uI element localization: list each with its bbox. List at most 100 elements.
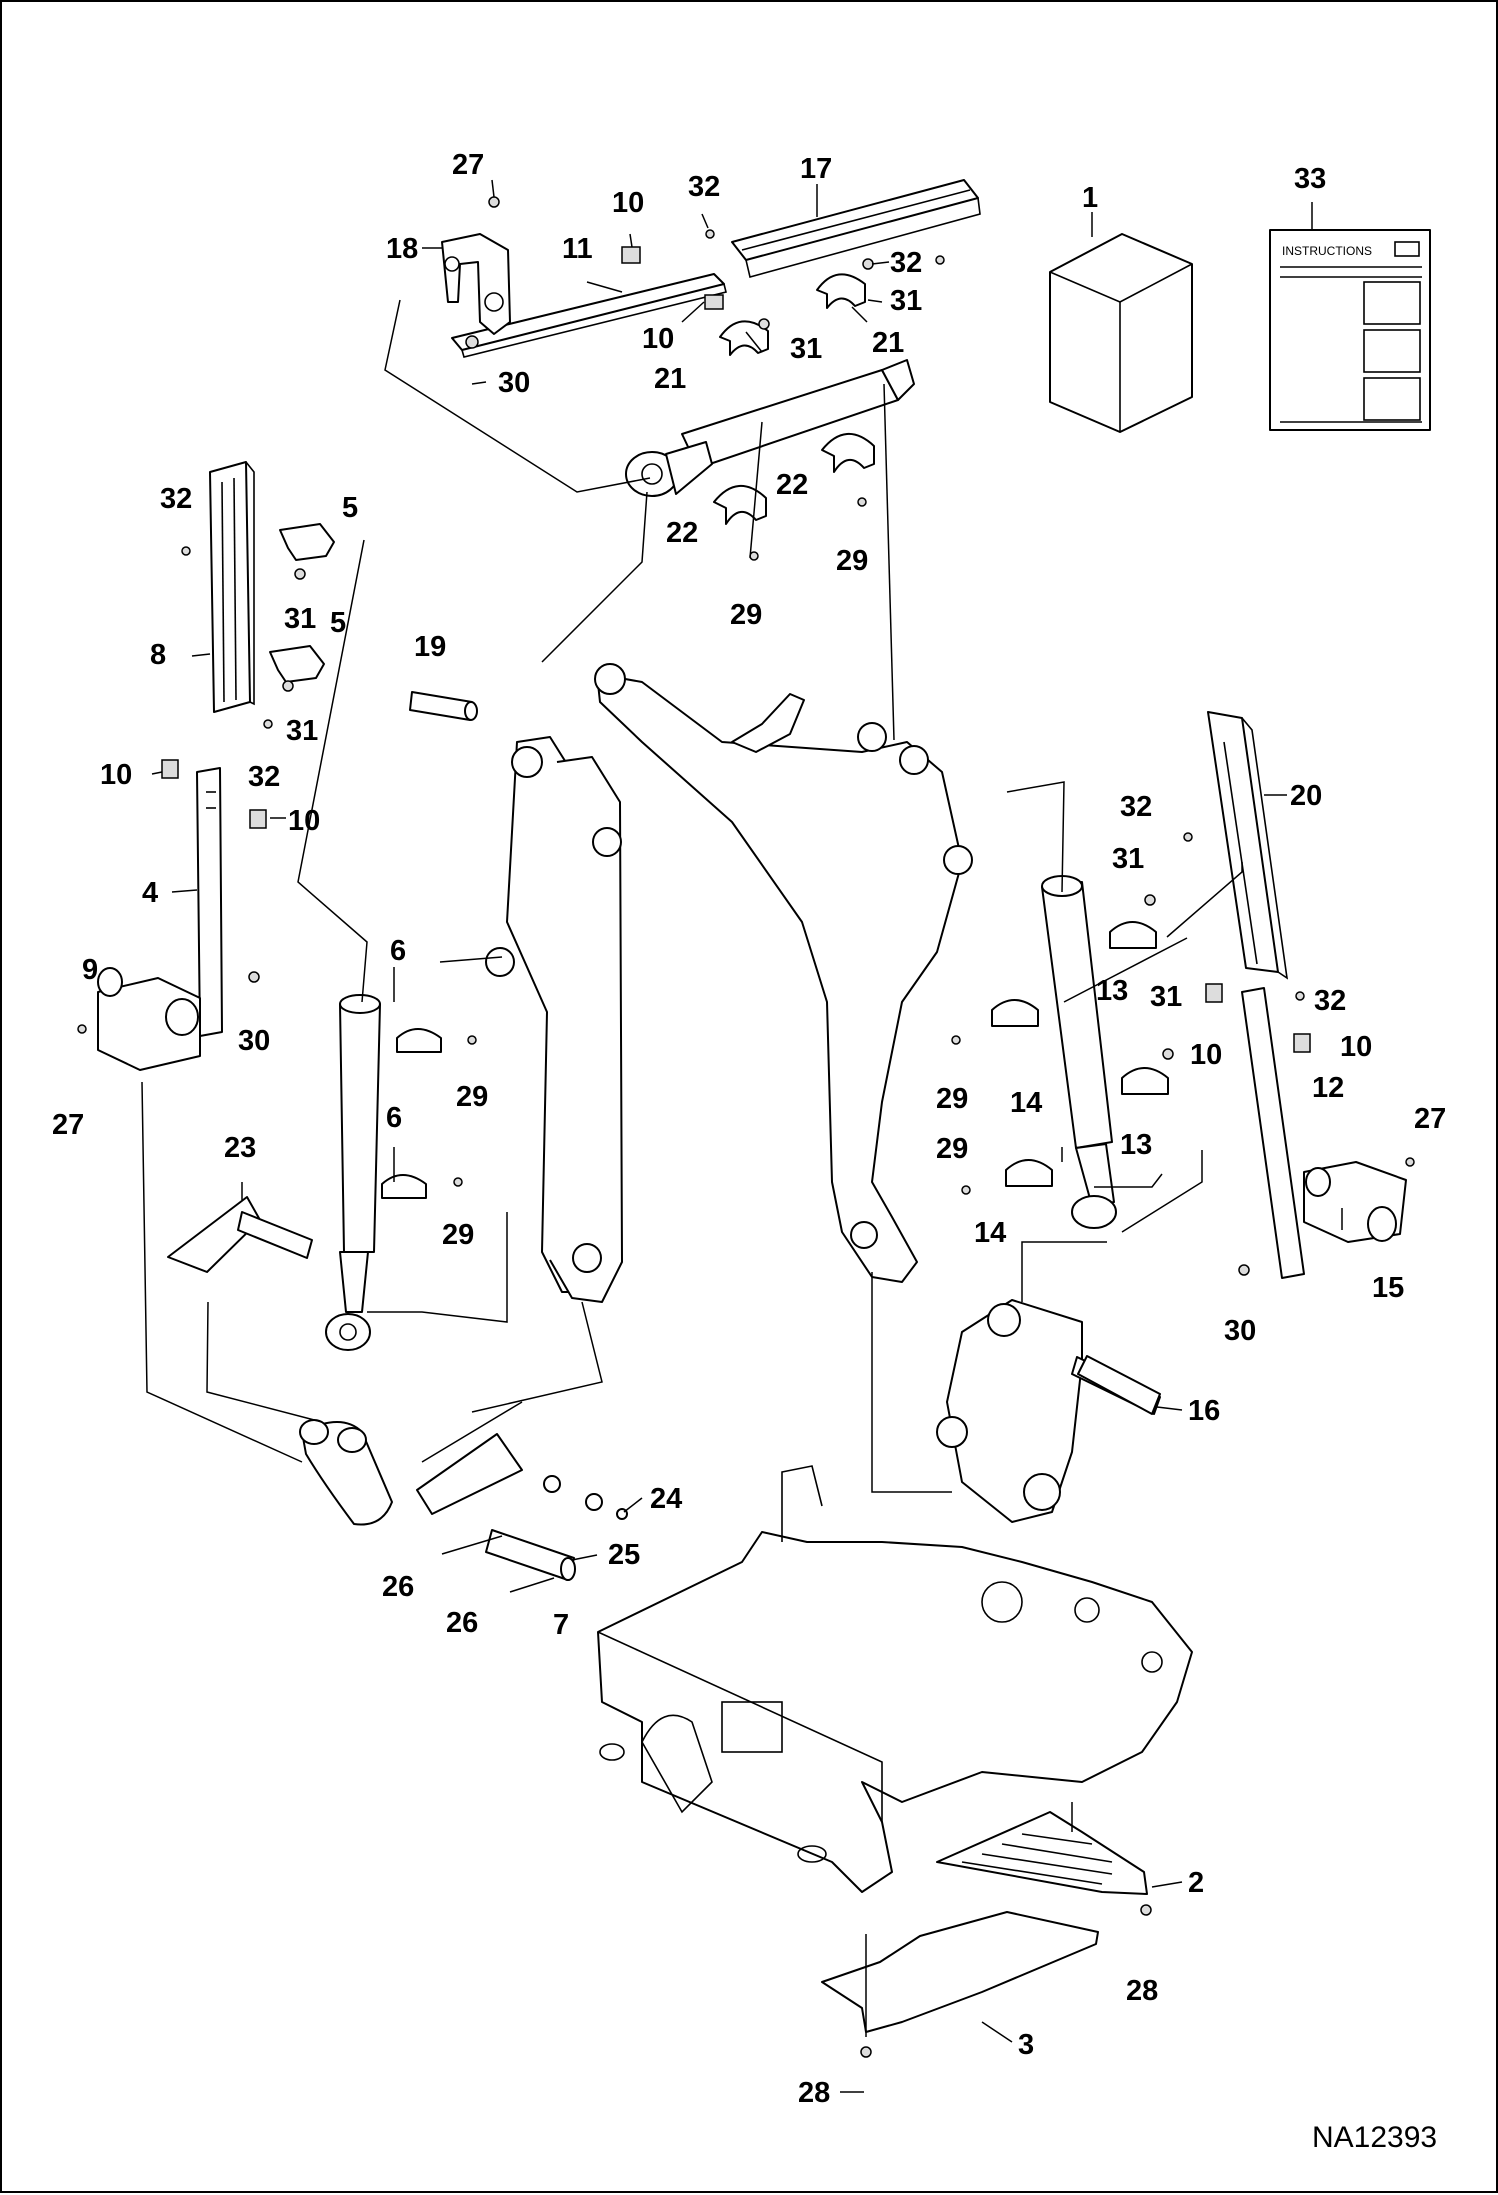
- callout-4: 4: [142, 877, 158, 909]
- callout-7: 7: [553, 1609, 569, 1641]
- part-18-bracket: [441, 233, 511, 335]
- callout-31: 31: [284, 603, 316, 635]
- callout-6: 6: [390, 935, 406, 967]
- callout-16: 16: [1188, 1395, 1220, 1427]
- callout-15: 15: [1372, 1272, 1404, 1304]
- callout-27: 27: [1414, 1103, 1446, 1135]
- callout-31: 31: [790, 333, 822, 365]
- callout-10: 10: [642, 323, 674, 355]
- instructions-label: INSTRUCTIONS: [1282, 244, 1372, 258]
- callout-28: 28: [798, 2077, 830, 2109]
- part-5-brackets: [269, 523, 335, 683]
- swing-link: [299, 1419, 393, 1526]
- callout-13: 13: [1120, 1129, 1152, 1161]
- callout-32: 32: [248, 761, 280, 793]
- drawing-number: NA12393: [1312, 2121, 1437, 2154]
- part-10-blocks-left: [161, 759, 267, 829]
- callout-29: 29: [936, 1083, 968, 1115]
- callout-22: 22: [776, 469, 808, 501]
- callout-30: 30: [238, 1025, 270, 1057]
- part-21-clamps-top: [719, 273, 866, 356]
- part-1-box: [1049, 233, 1193, 433]
- part-2-mesh-plate: [936, 1811, 1148, 1895]
- callout-10: 10: [288, 805, 320, 837]
- callout-10: 10: [1340, 1031, 1372, 1063]
- part-24-plate: [416, 1433, 628, 1520]
- callout-32: 32: [1314, 985, 1346, 1017]
- callout-5: 5: [330, 607, 346, 639]
- part-20-cover: [1207, 711, 1289, 980]
- assembly-lines: [141, 299, 1243, 2037]
- callout-21: 21: [872, 327, 904, 359]
- callout-20: 20: [1290, 780, 1322, 812]
- callout-26: 26: [382, 1571, 414, 1603]
- callout-23: 23: [224, 1132, 256, 1164]
- callout-29: 29: [936, 1133, 968, 1165]
- boom: [594, 663, 973, 1283]
- part-13-clamps: [1109, 921, 1169, 1095]
- callout-25: 25: [608, 1539, 640, 1571]
- arm-cylinder-right: [1041, 875, 1117, 1229]
- callout-32: 32: [688, 171, 720, 203]
- callout-29: 29: [730, 599, 762, 631]
- part-10-blocks-right: [1205, 983, 1311, 1053]
- part-17-cover: [731, 179, 981, 278]
- callout-17: 17: [800, 153, 832, 185]
- part-9-bracket: [97, 967, 201, 1071]
- callout-19: 19: [414, 631, 446, 663]
- callout-5: 5: [342, 492, 358, 524]
- callout-29: 29: [442, 1219, 474, 1251]
- callout-27: 27: [452, 149, 484, 181]
- part-7-pin: [485, 1529, 576, 1581]
- callout-30: 30: [1224, 1315, 1256, 1347]
- callout-13: 13: [1096, 975, 1128, 1007]
- callout-14: 14: [974, 1217, 1006, 1249]
- callout-6: 6: [386, 1102, 402, 1134]
- callout-21: 21: [654, 363, 686, 395]
- arm-cylinder-left: [325, 994, 381, 1351]
- part-33-instructions-sheet: INSTRUCTIONS: [1269, 229, 1431, 431]
- callout-labels: 1 2 3 4 5 5 6 6 7 8 9 10 10 10 10 10 10 …: [52, 149, 1446, 2109]
- callout-29: 29: [456, 1081, 488, 1113]
- callout-31: 31: [890, 285, 922, 317]
- callout-14: 14: [1010, 1087, 1042, 1119]
- part-23-plate: [167, 1196, 313, 1273]
- callout-32: 32: [890, 247, 922, 279]
- callout-3: 3: [1018, 2029, 1034, 2061]
- callout-29: 29: [836, 545, 868, 577]
- callout-33: 33: [1294, 163, 1326, 195]
- callout-30: 30: [498, 367, 530, 399]
- part-16-pin: [1077, 1355, 1161, 1415]
- callout-22: 22: [666, 517, 698, 549]
- callout-24: 24: [650, 1483, 682, 1515]
- callout-32: 32: [1120, 791, 1152, 823]
- part-10-blocks-top: [621, 246, 724, 310]
- callout-2: 2: [1188, 1867, 1204, 1899]
- part-22-clamps: [713, 432, 875, 525]
- callout-28: 28: [1126, 1975, 1158, 2007]
- callout-1: 1: [1082, 182, 1098, 214]
- callout-18: 18: [386, 233, 418, 265]
- callout-27: 27: [52, 1109, 84, 1141]
- callout-10: 10: [1190, 1039, 1222, 1071]
- callout-11: 11: [562, 233, 593, 265]
- callout-31: 31: [1112, 843, 1144, 875]
- fasteners: [77, 196, 1415, 2058]
- callout-10: 10: [612, 187, 644, 219]
- part-6-clamps: [381, 1028, 442, 1199]
- part-8-cover: [209, 461, 255, 713]
- part-11-bracket-bar: [451, 273, 727, 358]
- callout-12: 12: [1312, 1072, 1344, 1104]
- callout-32: 32: [160, 483, 192, 515]
- part-15-bracket: [1303, 1161, 1407, 1243]
- part-12-bar: [1241, 987, 1305, 1279]
- part-19-pin: [409, 691, 478, 721]
- part-14-clamps: [991, 999, 1053, 1187]
- part-3-plate: [821, 1911, 1099, 2033]
- callout-31: 31: [1150, 981, 1182, 1013]
- part-26-bolts: [441, 1535, 555, 1593]
- callout-8: 8: [150, 639, 166, 671]
- callout-26: 26: [446, 1607, 478, 1639]
